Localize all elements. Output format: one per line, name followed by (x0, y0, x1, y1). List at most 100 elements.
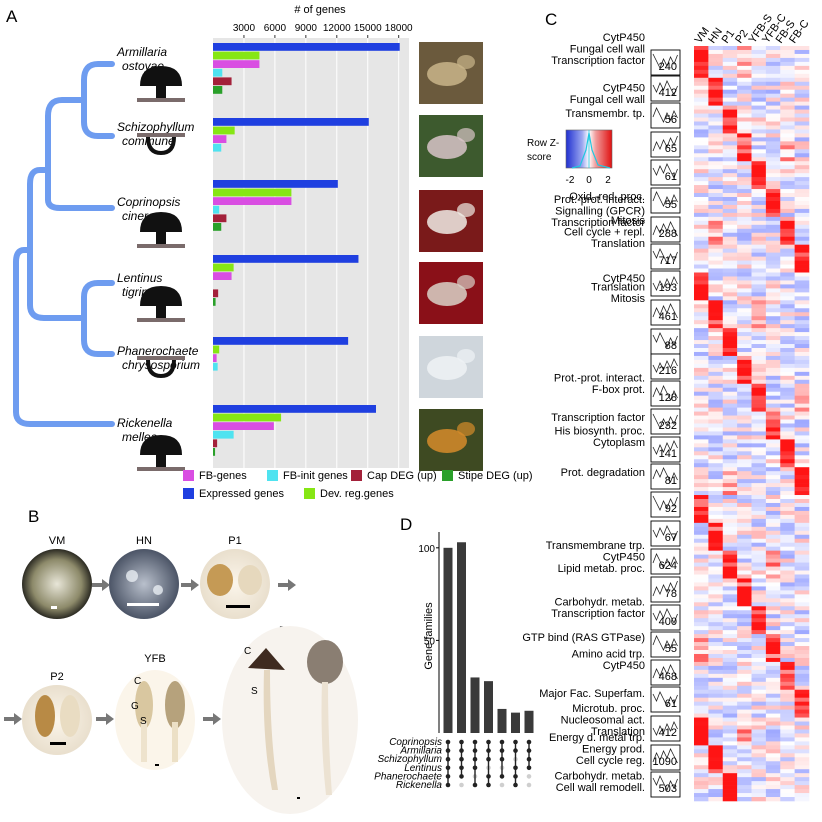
arrow-icon (96, 713, 114, 725)
heatmap-cell (765, 93, 781, 98)
heatmap-cell (751, 363, 767, 369)
heatmap-cell (694, 288, 709, 293)
heatmap-cell (794, 288, 810, 293)
heatmap-cell (722, 208, 738, 214)
heatmap-cell (794, 634, 810, 639)
heatmap-cell (737, 431, 752, 436)
heatmap-cell (794, 344, 810, 349)
heatmap-cell (737, 685, 752, 691)
heatmap-cell (765, 145, 781, 150)
panel-label-d: D (400, 515, 412, 534)
heatmap-cell (780, 661, 795, 667)
heatmap-cell (780, 530, 795, 536)
part-label-c-fb: C (244, 646, 251, 657)
heatmap-cell (751, 133, 767, 138)
panel-label-a: A (6, 7, 18, 26)
heatmap-cell (694, 435, 709, 440)
heatmap-cell (722, 554, 738, 559)
heatmap-cell (751, 757, 767, 762)
tree-branch (27, 167, 87, 321)
heatmap-cell (722, 614, 738, 619)
heatmap-cell (737, 665, 752, 671)
heatmap-cell (765, 761, 781, 766)
heatmap-cell (737, 320, 752, 325)
heatmap-cell (708, 550, 724, 555)
heatmap-cell (737, 332, 752, 337)
heatmap-cell (737, 761, 752, 766)
heatmap-cell (722, 797, 738, 802)
cluster-go-term: Cytoplasm (593, 437, 645, 449)
panel-label-c: C (545, 10, 557, 29)
cluster-gene-count: 412 (659, 87, 677, 99)
heatmap-cell (765, 594, 781, 599)
heatmap-cell (780, 145, 795, 150)
heatmap-cell (765, 415, 781, 420)
heatmap-cell (737, 177, 752, 182)
cluster-profile-line (652, 691, 678, 707)
heatmap-cell (765, 646, 781, 651)
cluster-go-term: Microtub. proc. (572, 703, 645, 715)
heatmap-cell (722, 61, 738, 67)
heatmap-cell (751, 340, 767, 345)
heatmap-cell (722, 177, 738, 182)
heatmap-cell (751, 773, 767, 778)
heatmap-cell (765, 697, 781, 702)
heatmap-cell (765, 693, 781, 698)
heatmap-cell (737, 236, 752, 242)
heatmap-cell (708, 73, 724, 79)
heatmap-cell (765, 248, 781, 253)
heatmap-cell (708, 244, 724, 249)
heatmap-cell (780, 630, 795, 635)
heatmap-cell (722, 475, 738, 480)
heatmap-cell (722, 522, 738, 528)
heatmap-cell (751, 407, 767, 412)
heatmap-cell (794, 487, 810, 492)
heatmap-cell (794, 761, 810, 766)
heatmap-cell (751, 753, 767, 758)
heatmap-cell (780, 332, 795, 337)
heatmap-cell (722, 705, 738, 710)
heatmap-cell (708, 657, 724, 663)
heatmap-cell (737, 733, 752, 738)
heatmap-cell (751, 502, 767, 508)
heatmap-cell (737, 769, 752, 774)
heatmap-cell (694, 81, 709, 87)
heatmap-cell (765, 423, 781, 428)
heatmap-cell (765, 709, 781, 714)
heatmap-cell (765, 53, 781, 59)
heatmap-cell (780, 657, 795, 663)
heatmap-cell (737, 550, 752, 555)
heatmap-cell (765, 403, 781, 408)
heatmap-cell (694, 793, 709, 798)
tree-branch (81, 280, 115, 357)
heatmap-cell (765, 447, 781, 452)
stage-label-vm: VM (49, 535, 66, 547)
heatmap-cell (708, 69, 724, 75)
heatmap-cell (722, 499, 738, 504)
heatmap-cell (794, 109, 810, 114)
heatmap-cell (765, 566, 781, 571)
heatmap-cell (794, 395, 810, 400)
heatmap-cell (708, 351, 724, 357)
heatmap-cell (751, 638, 767, 643)
heatmap-cell (708, 630, 724, 635)
cluster-profile-box (650, 436, 681, 463)
heatmap-cell (780, 177, 795, 182)
cluster-profile-line (652, 135, 678, 152)
bar-dev-reg-genes (213, 126, 235, 135)
heatmap-cell (708, 562, 724, 567)
heatmap-cell (737, 582, 752, 587)
primordium-p2 (35, 695, 55, 737)
heatmap-cell (737, 705, 752, 710)
heatmap-cell (780, 586, 795, 591)
heatmap-cell (765, 165, 781, 170)
heatmap-cell (751, 125, 767, 130)
heatmap-cell (780, 284, 795, 289)
heatmap-cell (765, 427, 781, 432)
heatmap-cell (780, 216, 795, 222)
heatmap-cell (794, 459, 810, 464)
heatmap-cell (780, 89, 795, 94)
heatmap-cell (765, 777, 781, 782)
heatmap-cell (708, 109, 724, 114)
